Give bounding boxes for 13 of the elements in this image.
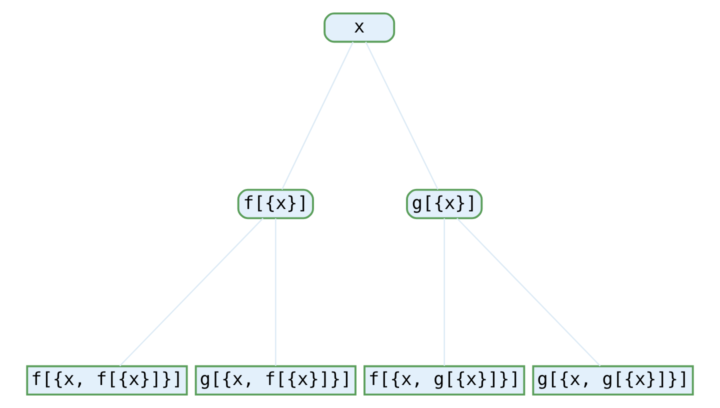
node-box: x [324, 12, 396, 43]
node-box: f[{x, f[{x}]}] [26, 365, 188, 396]
connector [365, 42, 438, 190]
node-box: f[{x}] [237, 188, 314, 220]
connector [119, 218, 264, 366]
connector [444, 218, 445, 366]
connector [281, 42, 354, 190]
node-box: f[{x, g[{x}]}] [364, 365, 526, 396]
connector [456, 218, 601, 366]
connector [275, 218, 276, 366]
node-box: g[{x, g[{x}]}] [532, 365, 694, 396]
node-box: g[{x}] [406, 188, 483, 220]
node-box: g[{x, f[{x}]}] [194, 365, 356, 396]
